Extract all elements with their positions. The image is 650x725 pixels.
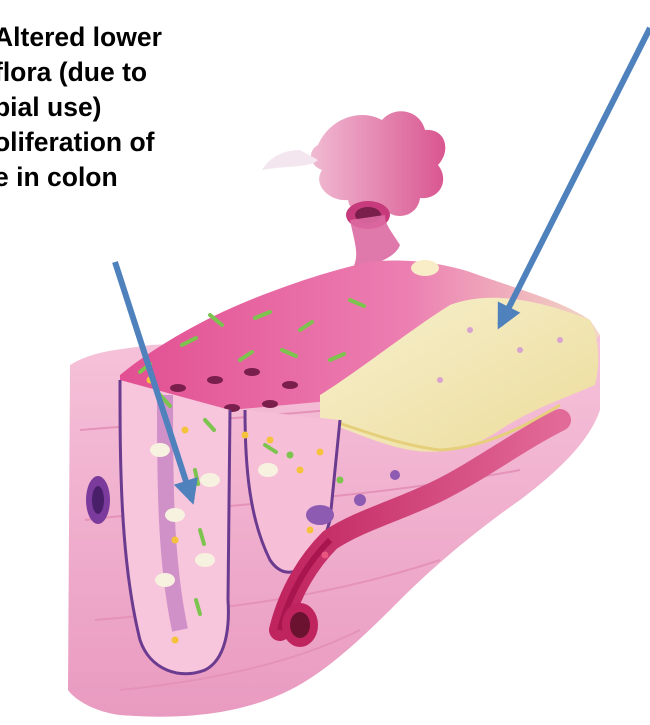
caption-line: flora (due to — [0, 55, 224, 90]
colon-loops — [262, 111, 445, 270]
arrow-to-pseudomembrane — [500, 28, 650, 325]
caption-text-block: Altered lower flora (due to bial use) ol… — [0, 20, 224, 195]
caption-line: bial use) — [0, 90, 224, 125]
caption-line: e in colon — [0, 160, 224, 195]
caption-line: oliferation of — [0, 125, 224, 160]
caption-line: Altered lower — [0, 20, 224, 55]
